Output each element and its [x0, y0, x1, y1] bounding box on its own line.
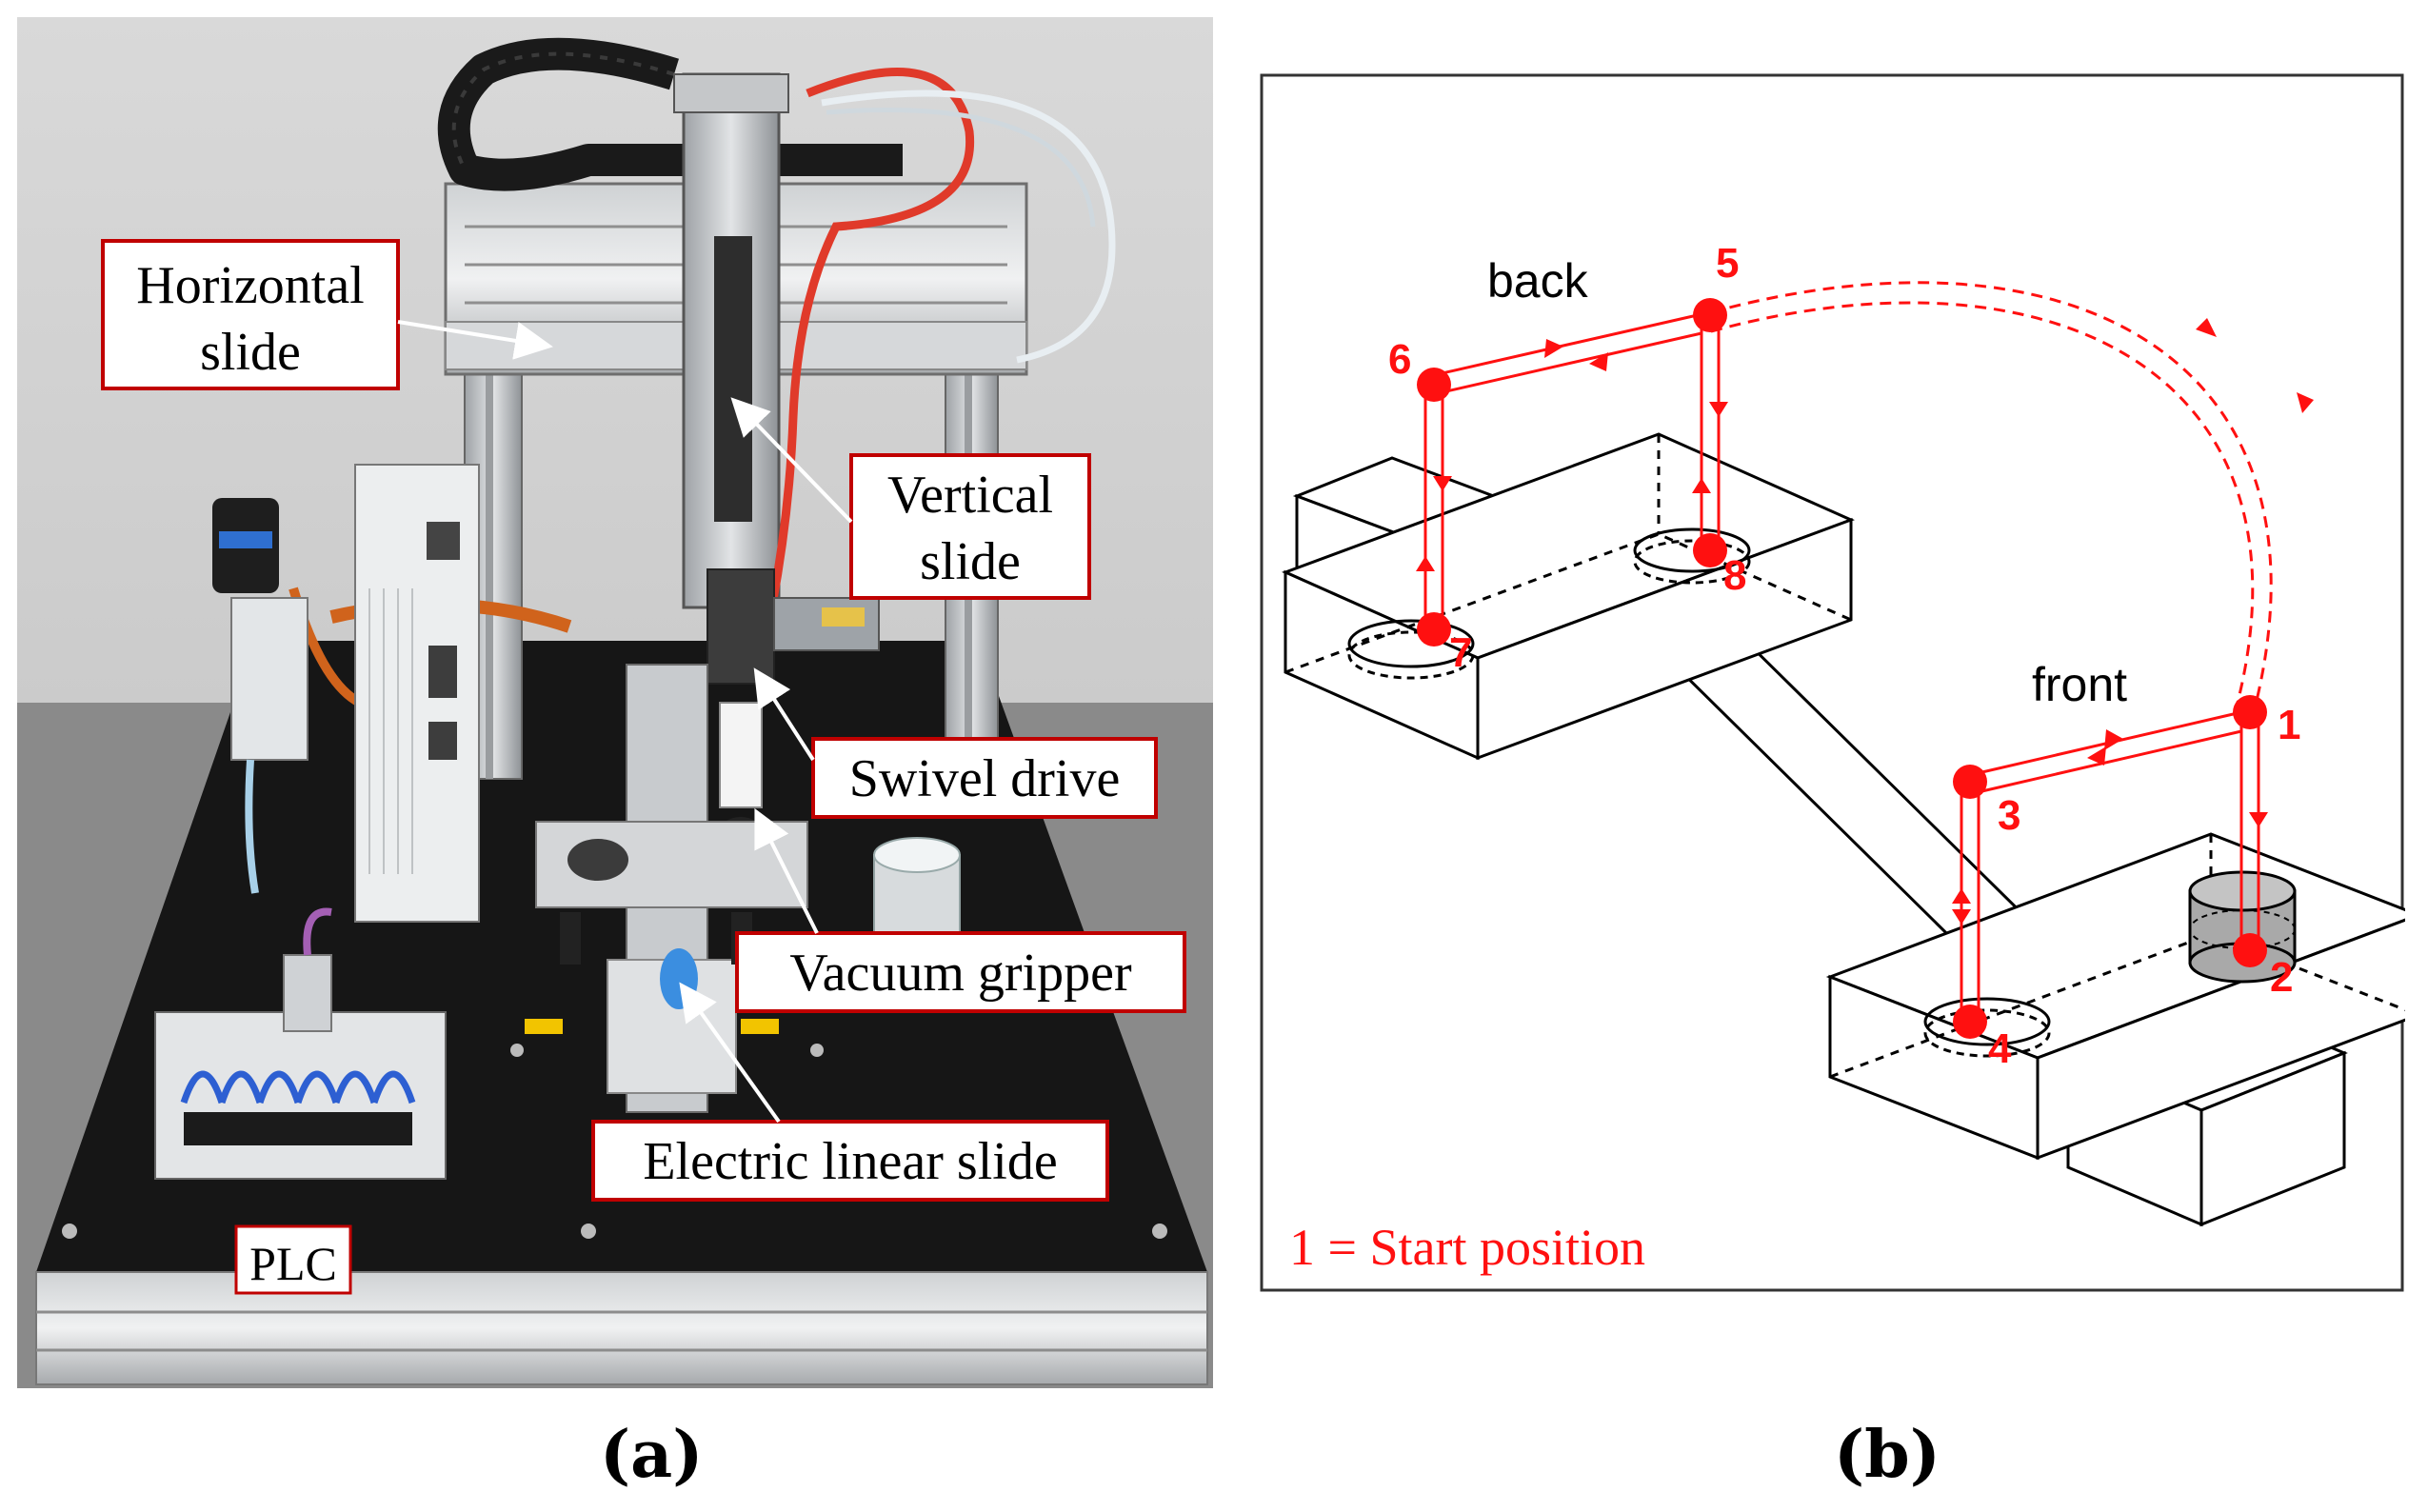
- swivel-arc: [1710, 281, 2273, 713]
- position-2-label: 2: [2270, 954, 2293, 1001]
- position-5-label: 5: [1716, 240, 1739, 287]
- position-6-dot: [1417, 368, 1451, 402]
- position-7-label: 7: [1449, 629, 1472, 676]
- position-4-dot: [1953, 1005, 1987, 1039]
- position-4-label: 4: [1988, 1025, 2012, 1072]
- callout-swivel-drive: Swivel drive: [753, 667, 1158, 819]
- position-8-dot: [1693, 533, 1727, 567]
- callout-vertical-slide-line2: slide: [920, 532, 1021, 591]
- position-5-dot: [1693, 298, 1727, 332]
- callout-horizontal-slide-line2: slide: [200, 323, 301, 382]
- caption-a: (a): [600, 1417, 704, 1493]
- caption-b: (b): [1834, 1417, 1940, 1493]
- position-3-dot: [1953, 765, 1987, 799]
- gripper-holder: [719, 702, 763, 808]
- callout-vertical-slide: Vertical slide: [730, 397, 1091, 600]
- position-6-label: 6: [1388, 336, 1411, 383]
- label-back: back: [1487, 254, 1589, 308]
- callout-horizontal-slide: Horizontal slide: [101, 239, 553, 390]
- label-front: front: [2032, 658, 2127, 711]
- position-1-dot: [2233, 695, 2267, 729]
- callout-vacuum-gripper: Vacuum gripper: [735, 807, 1186, 1013]
- callout-electric-linear-slide: Electric linear slide: [591, 982, 1109, 1202]
- path-5-6: [1424, 312, 1702, 379]
- diagram-panel: 1 2 3 4 5 6 7 8 back front 1 = Start pos…: [1260, 73, 2405, 1292]
- service-unit: [230, 597, 308, 761]
- photo-panel: Horizontal slide Vertical slide Swivel d…: [17, 17, 1213, 1388]
- swivel-drive-body: [707, 568, 775, 685]
- position-1-label: 1: [2278, 702, 2300, 748]
- position-8-label: 8: [1723, 552, 1746, 599]
- callout-plc: PLC: [234, 1224, 352, 1295]
- callout-horizontal-slide-line1: Horizontal: [136, 256, 364, 315]
- position-7-dot: [1417, 612, 1451, 647]
- plate-screws: [62, 868, 1167, 1239]
- callout-electric-linear-slide-text: Electric linear slide: [643, 1132, 1057, 1191]
- position-3-label: 3: [1998, 792, 2020, 839]
- callout-vacuum-gripper-text: Vacuum gripper: [789, 944, 1132, 1003]
- hole-8: [1633, 527, 1751, 573]
- callout-vertical-slide-line1: Vertical: [887, 466, 1053, 525]
- pneumatic-tubes: [750, 68, 975, 686]
- motor-controller: [354, 464, 480, 923]
- callout-plc-text: PLC: [249, 1237, 337, 1290]
- hole-7: [1347, 619, 1475, 668]
- path-1-3: [1960, 710, 2242, 779]
- callout-swivel-drive-text: Swivel drive: [849, 749, 1121, 808]
- position-2-dot: [2233, 933, 2267, 967]
- base-skirt: [35, 1271, 1208, 1385]
- hole-4: [1923, 997, 2051, 1046]
- legend-start-position: 1 = Start position: [1289, 1219, 1645, 1276]
